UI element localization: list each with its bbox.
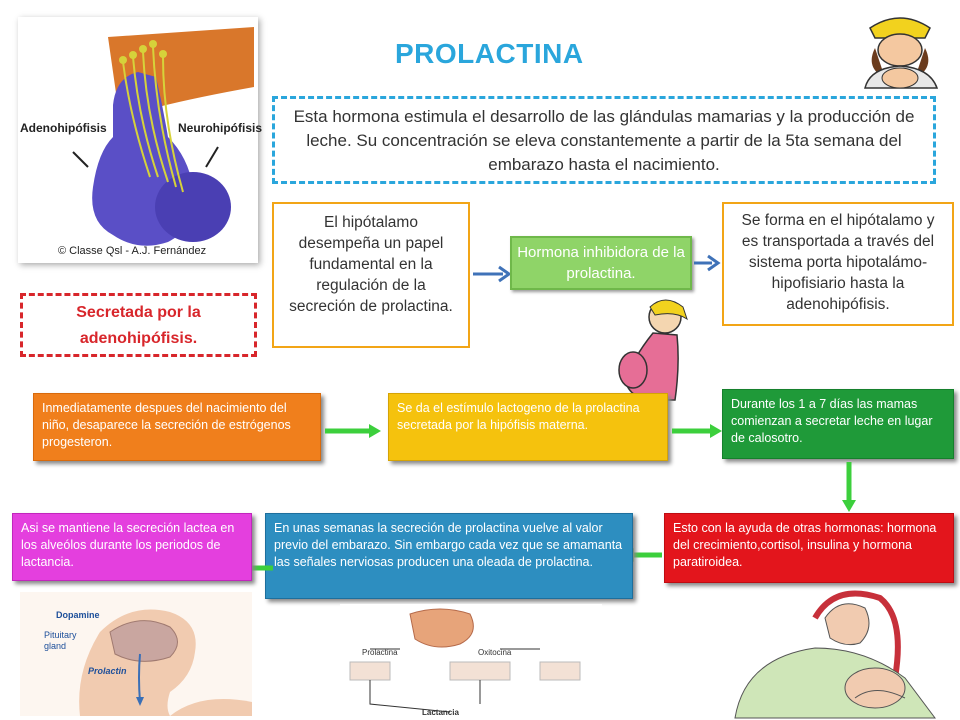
formation-box: Se forma en el hipótalamo y es transport… xyxy=(722,202,954,326)
inhibitor-box: Hormona inhibidora de la prolactina. xyxy=(510,236,692,290)
intro-text: Esta hormona estimula el desarrollo de l… xyxy=(272,96,936,184)
page-title: PROLACTINA xyxy=(395,38,584,69)
reflex-drawing xyxy=(349,608,581,713)
arrow-to-hormones xyxy=(842,462,856,512)
nurse-cartoon xyxy=(864,17,939,89)
flow-after-birth: Inmediatamente despues del nacimiento de… xyxy=(33,393,321,461)
flow-hormones: Esto con la ayuda de otras hormonas: hor… xyxy=(664,513,954,583)
adeno-label: Adenohipófisis xyxy=(20,121,107,135)
flow-stimulus: Se da el estímulo lactogeno de la prolac… xyxy=(388,393,668,461)
arrow-to-days xyxy=(672,424,722,438)
pituitary-label: Pituitary gland xyxy=(44,630,77,651)
flow-maintain: Asi se mantiene la secreción lactea en l… xyxy=(12,513,252,581)
breastfeeding-illustration xyxy=(734,590,936,719)
brain-illustration: Dopamine Pituitary gland Prolactin xyxy=(20,592,252,716)
lactancia-label: Lactancia xyxy=(422,708,459,717)
dopamine-label: Dopamine xyxy=(56,610,100,620)
pituitary-drawing xyxy=(72,27,254,246)
arrow-to-stimulus xyxy=(325,424,381,438)
arrow-to-formation xyxy=(694,254,721,272)
brain-drawing xyxy=(79,609,252,716)
oxitocina-label: Oxitocina xyxy=(478,648,512,657)
prolactina-label: Prolactina xyxy=(362,648,398,657)
reflex-diagram: Prolactina Oxitocina Lactancia xyxy=(340,604,602,720)
hypothalamus-box: El hipótalamo desempeña un papel fundame… xyxy=(272,202,470,348)
secreted-box: Secretada por la adenohipófisis. xyxy=(20,293,257,357)
neuro-label: Neurohipófisis xyxy=(178,121,263,135)
prolactin-label: Prolactin xyxy=(88,666,127,676)
flow-weeks: En unas semanas la secreción de prolacti… xyxy=(265,513,633,599)
pituitary-illustration: Adenohipófisis Neurohipófisis © Classe Q… xyxy=(18,17,262,263)
arrow-to-inhibitor xyxy=(473,265,512,283)
flow-days: Durante los 1 a 7 días las mamas comienz… xyxy=(722,389,954,459)
credit-label: © Classe Qsl - A.J. Fernández xyxy=(58,245,207,257)
